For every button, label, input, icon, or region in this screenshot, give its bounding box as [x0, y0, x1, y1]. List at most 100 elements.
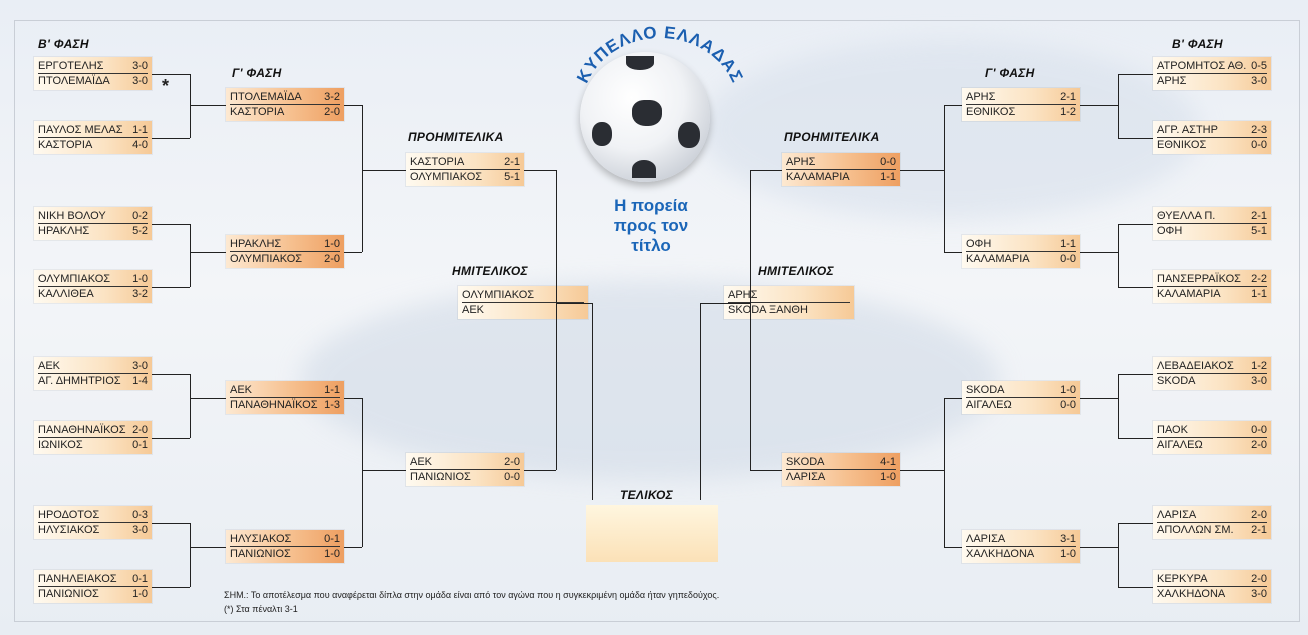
match-score: 2-0 — [1251, 439, 1267, 451]
connector-line — [152, 438, 190, 439]
football-image — [580, 52, 710, 182]
phase-heading-semi-right: ΗΜΙΤΕΛΙΚΟΣ — [758, 264, 834, 278]
match-score: 3-0 — [132, 524, 148, 536]
team-name: ΝΙΚΗ ΒΟΛΟΥ — [38, 210, 106, 222]
subtitle-line-1: Η πορεία — [614, 196, 688, 215]
connector-line — [1118, 138, 1153, 139]
connector-line — [190, 105, 226, 106]
match-score: 2-0 — [324, 106, 340, 118]
team-name: ΟΛΥΜΠΙΑΚΟΣ — [410, 171, 483, 183]
connector-line — [750, 303, 751, 470]
match-row: ΑΤΡΟΜΗΤΟΣ ΑΘ.0-5 — [1157, 59, 1267, 74]
match-score: 1-0 — [324, 238, 340, 250]
connector-line — [900, 170, 944, 171]
team-name: ΚΑΣΤΟΡΙΑ — [410, 156, 465, 168]
match-score: 1-2 — [1251, 360, 1267, 372]
penalty-star: * — [162, 76, 170, 96]
connector-line — [944, 252, 962, 253]
match-score: 3-0 — [132, 60, 148, 72]
team-name: ΛΑΡΙΣΑ — [786, 471, 826, 483]
team-name: ΑΕΚ — [410, 456, 433, 468]
connector-line — [700, 303, 701, 500]
match-score: 2-1 — [1060, 91, 1076, 103]
connector-line — [152, 224, 190, 225]
phase-heading-b-right: Β' ΦΑΣΗ — [1172, 37, 1223, 51]
connector-line — [1118, 224, 1119, 287]
team-name: ΑΡΗΣ — [966, 91, 996, 103]
team-name: ΕΡΓΟΤΕΛΗΣ — [38, 60, 104, 72]
connector-line — [190, 523, 191, 587]
connector-line — [1118, 287, 1153, 288]
connector-line — [362, 398, 363, 547]
phase-heading-final: ΤΕΛΙΚΟΣ — [620, 488, 673, 502]
match-score: 2-2 — [1251, 273, 1267, 285]
team-name: ΚΑΛΑΜΑΡΙΑ — [966, 253, 1030, 265]
team-name: ΕΘΝΙΚΟΣ — [1157, 139, 1207, 151]
match-score: 2-0 — [1251, 509, 1267, 521]
connector-line — [1080, 105, 1118, 106]
connector-line — [344, 252, 362, 253]
team-name: ΑΡΗΣ — [786, 156, 816, 168]
team-name: ΚΑΛΑΜΑΡΙΑ — [1157, 288, 1221, 300]
connector-line — [1118, 438, 1153, 439]
phase-heading-quarter-left: ΠΡΟΗΜΙΤΕΛΙΚΑ — [408, 130, 504, 144]
match-row: ΟΛΥΜΠΙΑΚΟΣ 5-1 — [410, 170, 520, 184]
team-name: ΑΓΡ. ΑΣΤΗΡ — [1157, 124, 1218, 136]
match-score: 0-0 — [1251, 139, 1267, 151]
team-name: ΑΕΚ — [462, 304, 485, 316]
match-score: 4-1 — [880, 456, 896, 468]
match-score: 5-1 — [504, 171, 520, 183]
ball-patch — [632, 160, 656, 178]
match-score: 2-0 — [504, 456, 520, 468]
connector-line — [362, 470, 406, 471]
match-score: 5-1 — [1251, 225, 1267, 237]
final-box — [586, 505, 718, 562]
ball-patch — [678, 122, 700, 148]
connector-line — [190, 74, 191, 138]
connector-line — [152, 374, 190, 375]
match-score: 3-0 — [1251, 588, 1267, 600]
team-name: ΛΑΡΙΣΑ — [966, 533, 1006, 545]
match-score: 0-1 — [132, 439, 148, 451]
team-name: ΑΤΡΟΜΗΤΟΣ ΑΘ. — [1157, 60, 1247, 72]
team-name: ΑΡΗΣ — [1157, 75, 1187, 87]
match-score: 1-1 — [324, 384, 340, 396]
match-score: 1-2 — [1060, 106, 1076, 118]
team-name: SKODA — [966, 384, 1005, 396]
match-score: 2-1 — [1251, 524, 1267, 536]
connector-line — [152, 138, 190, 139]
ball-patch — [592, 122, 612, 146]
match-score: 0-0 — [1060, 399, 1076, 411]
match-score: 2-1 — [504, 156, 520, 168]
connector-line — [190, 398, 226, 399]
match-row: ΕΡΓΟΤΕΛΗΣ 3-0 — [38, 59, 148, 74]
connector-line — [1118, 523, 1119, 587]
connector-line — [588, 303, 592, 304]
